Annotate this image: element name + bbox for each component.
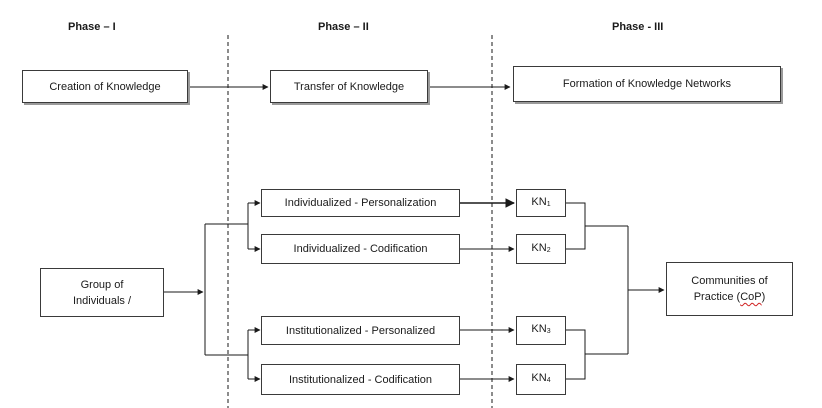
cop-line-2: Practice (CoP) [693, 291, 766, 303]
kn-label: KN2 [531, 241, 551, 254]
formation-of-knowledge-networks-box: Formation of Knowledge Networks [513, 66, 781, 102]
strategy-label: Individualized - Codification [293, 243, 428, 255]
formation-of-knowledge-networks-label: Formation of Knowledge Networks [562, 78, 732, 90]
transfer-of-knowledge-box: Transfer of Knowledge [270, 70, 428, 103]
kn-1-box: KN1 [516, 189, 566, 217]
group-line-1: Group of [80, 278, 124, 291]
strategy-label: Institutionalized - Codification [288, 373, 433, 386]
communities-of-practice-box: Communities of Practice (CoP) [666, 262, 793, 316]
creation-of-knowledge-box: Creation of Knowledge [22, 70, 188, 103]
cop-line-1: Communities of [691, 275, 768, 287]
kn-label: KN1 [531, 195, 551, 208]
strategy-institutionalized-codification: Institutionalized - Codification [261, 364, 460, 395]
kn-3-box: KN3 [516, 316, 566, 345]
strategy-label: Individualized - Personalization [284, 197, 437, 209]
transfer-of-knowledge-label: Transfer of Knowledge [293, 80, 405, 93]
kn-label: KN4 [531, 372, 551, 384]
phase-3-heading: Phase - III [612, 21, 664, 33]
phase-2-heading: Phase – II [318, 21, 369, 33]
kn-lower-merge [566, 329, 586, 380]
strategy-label: Institutionalized - Personalized [285, 324, 436, 337]
kn-label: KN3 [531, 323, 551, 335]
creation-of-knowledge-label: Creation of Knowledge [49, 80, 161, 93]
strategy-individualized-personalization: Individualized - Personalization [261, 189, 460, 217]
kn-2-box: KN2 [516, 234, 566, 264]
group-of-individuals-box: Group of Individuals / [40, 268, 164, 317]
kn-upper-merge [566, 202, 586, 250]
strategy-institutionalized-personalized: Institutionalized - Personalized [261, 316, 460, 345]
group-line-2: Individuals / [72, 294, 132, 307]
cop-abbreviation: CoP [740, 291, 762, 303]
phase-1-heading: Phase – I [68, 21, 116, 33]
kn-4-box: KN4 [516, 364, 566, 395]
strategy-individualized-codification: Individualized - Codification [261, 234, 460, 264]
